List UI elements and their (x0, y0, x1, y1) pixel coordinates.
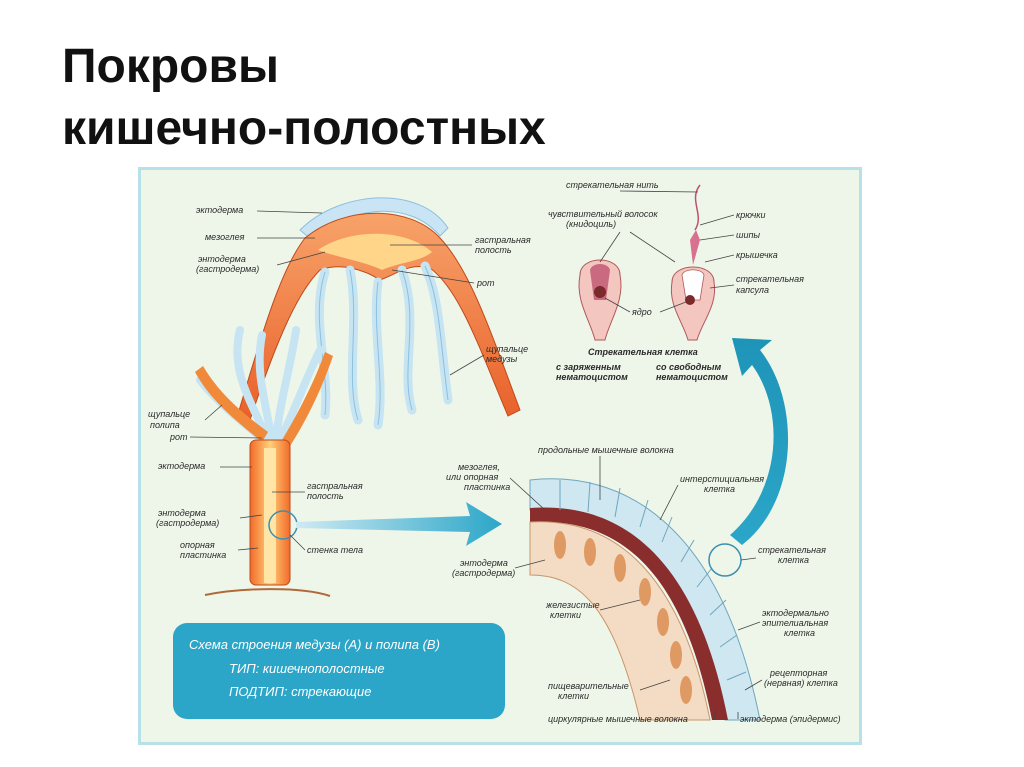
polyp-label-endoderm-1: энтодерма (158, 508, 206, 518)
stinging-thread (694, 184, 701, 231)
polyp-tentacle (255, 331, 276, 444)
polyp-gastral-cavity (264, 448, 276, 583)
wall-label-receptor-2: (нервная) клетка (764, 678, 838, 688)
cnido-label-free-1: со свободным (656, 362, 721, 372)
slide-title-line2: кишечно-полостных (62, 102, 546, 155)
polyp-label-gastral-2: полость (307, 491, 344, 501)
caption-line2: ТИП: кишечнополостные (229, 661, 385, 676)
medusa-label-endoderm-1: энтодерма (198, 254, 246, 264)
medusa-tentacle (420, 261, 453, 405)
wall-label-stinging-1: стрекательная (758, 545, 826, 555)
wall-label-glandular-1: железистые (545, 600, 600, 610)
polyp-label-plate-1: опорная (180, 540, 215, 550)
cnido-label-hair-1: чувствительный волосок (548, 209, 658, 219)
wall-label-digestive-2: клетки (558, 691, 589, 701)
cnido-label-hair-2: (книдоциль) (566, 219, 616, 229)
cnido-label-spines: шипы (736, 230, 760, 240)
slide-title-line1: Покровы (62, 40, 279, 93)
wall-label-mesoglea-3: пластинка (464, 482, 510, 492)
cnido-label-hooks: крючки (736, 210, 766, 220)
wall-label-ectoderm: эктодерма (эпидермис) (740, 714, 841, 724)
medusa-label-tentacle-2: медузы (486, 354, 518, 364)
cnidocyte-charged (578, 259, 622, 341)
polyp-tentacle (276, 346, 324, 444)
wall-label-glandular-2: клетки (550, 610, 581, 620)
arrow-to-cnidocyte (730, 338, 789, 545)
medusa-label-gastral-1: гастральная (475, 235, 531, 245)
polyp-tentacle (272, 326, 300, 444)
medusa-label-endoderm-2: (гастродерма) (196, 264, 259, 274)
wall-label-mesoglea-1: мезоглея, (458, 462, 500, 472)
wall-label-epithelial-2: эпителиальная (762, 618, 828, 628)
wall-label-endoderm-2: (гастродерма) (452, 568, 515, 578)
cnido-label-nucleus: ядро (631, 307, 652, 317)
medusa-label-mouth: рот (476, 278, 495, 288)
polyp-label-gastral-1: гастральная (307, 481, 363, 491)
polyp-label-mouth: рот (169, 432, 188, 442)
polyp-label-tentacle-1: щупальце (148, 409, 190, 419)
medusa-label-tentacle-1: щупальце (486, 344, 528, 354)
polyp-label-endoderm-2: (гастродерма) (156, 518, 219, 528)
wall-label-mesoglea-2: или опорная (446, 472, 499, 482)
medusa-tentacles (314, 261, 453, 430)
cnido-label-charged-2: нематоцистом (556, 372, 628, 382)
ectoderm-cell-dividers (559, 480, 747, 681)
endoderm-cells (554, 531, 692, 704)
cnido-label-cell: Стрекательная клетка (588, 347, 698, 357)
body-wall-section (529, 478, 761, 721)
wall-label-longitudinal: продольные мышечные волокна (538, 445, 674, 455)
wall-label-digestive-1: пищеварительные (548, 681, 629, 691)
polyp-tentacle-orange (195, 366, 268, 442)
polyp-label-plate-2: пластинка (180, 550, 226, 560)
wall-label-receptor-1: рецепторная (769, 668, 827, 678)
polyp-ground (204, 588, 331, 597)
polyp-figure (195, 326, 333, 597)
caption-line1: Схема строения медузы (А) и полипа (В) (189, 637, 440, 652)
wall-label-epithelial-1: эктодермально (762, 608, 829, 618)
cnido-label-lid: крышечка (736, 250, 778, 260)
polyp-label-tentacle-2: полипа (150, 420, 180, 430)
stinging-cell-circle (708, 543, 742, 577)
cnido-label-thread: стрекательная нить (566, 180, 659, 190)
arrow-to-wall (296, 502, 502, 546)
medusa-label-ectoderm: эктодерма (196, 205, 243, 215)
cnidocyte-discharged (670, 184, 716, 341)
wall-label-endoderm-1: энтодерма (460, 558, 508, 568)
wall-label-interstitial-2: клетка (704, 484, 735, 494)
cnido-label-capsule-1: стрекательная (736, 274, 804, 284)
wall-mesoglea-layer (530, 507, 728, 720)
wall-label-epithelial-3: клетка (784, 628, 815, 638)
cnido-label-charged-1: с заряженным (556, 362, 621, 372)
caption-box: Схема строения медузы (А) и полипа (В) Т… (173, 623, 505, 719)
slide-title: Покровы кишечно-полостных (62, 36, 546, 160)
polyp-label-body-wall: стенка тела (307, 545, 363, 555)
wall-label-stinging-2: клетка (778, 555, 809, 565)
caption-line3: ПОДТИП: стрекающие (229, 684, 372, 699)
polyp-label-ectoderm: эктодерма (158, 461, 205, 471)
wall-endoderm-layer (529, 521, 711, 721)
medusa-gastral-cavity (318, 233, 432, 270)
medusa-label-gastral-2: полость (475, 245, 512, 255)
cnido-label-capsule-2: капсула (736, 285, 769, 295)
medusa-label-mesoglea: мезоглея (205, 232, 245, 242)
cnido-label-free-2: нематоцистом (656, 372, 728, 382)
polyp-tentacle-orange (282, 352, 333, 446)
wall-label-circular: циркулярные мышечные волокна (548, 714, 688, 724)
wall-label-interstitial-1: интерстициальная (680, 474, 764, 484)
polyp-tentacle (233, 326, 272, 444)
